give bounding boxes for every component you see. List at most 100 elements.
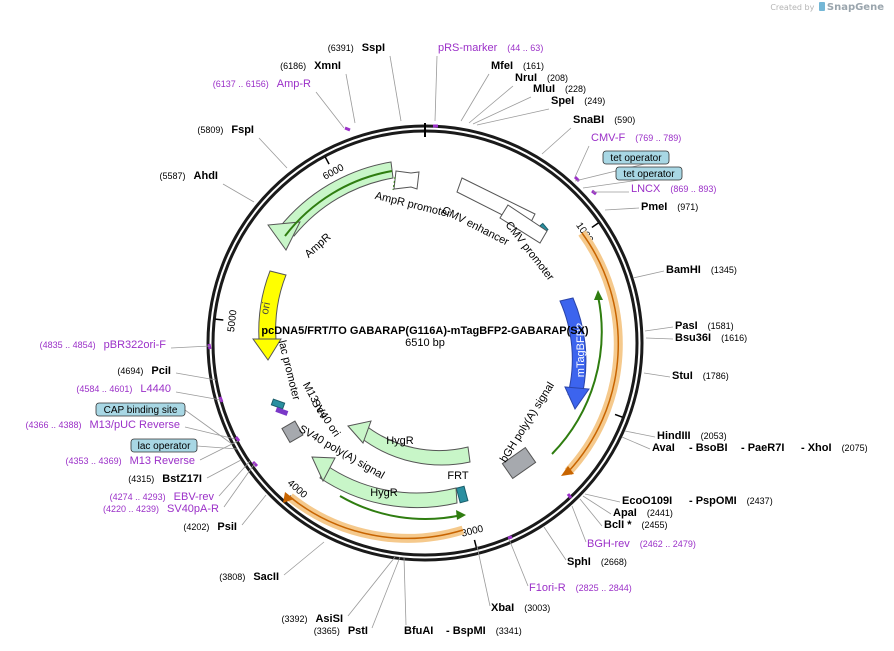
site-label-cmv-f: CMV-F(769 .. 789) (591, 132, 681, 144)
leader-line-pasi (644, 326, 674, 332)
leader-line-cmv-f (574, 145, 590, 178)
ampr-promoter-arrow (393, 170, 420, 190)
sv40-ori-box (281, 420, 304, 444)
site-coord-fspi: (5809) (197, 125, 223, 135)
site-coord-xhoi: (2075) (842, 443, 868, 453)
site-label-bspmi: - BspMI(3341) (446, 625, 522, 637)
site-label-ebv-rev: (4274 .. 4293)EBV-rev (110, 491, 215, 503)
site-coord-sv40pa-r: (4220 .. 4239) (103, 504, 159, 514)
hygr-inner-arrow-head (347, 420, 372, 444)
site-coord-asisi: (3392) (281, 614, 307, 624)
ampr-primer-mark (344, 126, 351, 132)
site-label-avai: AvaI (652, 442, 675, 454)
site-name-l4440: L4440 (140, 383, 171, 395)
bgh-rev-mark (566, 493, 573, 499)
leader-line-bamhi (632, 270, 665, 279)
site-name-m13-puc-reverse: M13/pUC Reverse (90, 419, 180, 431)
site-coord-spei: (249) (584, 96, 605, 106)
site-coord-lncx: (869 .. 893) (670, 184, 716, 194)
site-label-m13-reverse: (4353 .. 4369)M13 Reverse (66, 455, 195, 467)
site-name-bcli: BclI * (604, 519, 632, 531)
site-coord-m13-reverse: (4353 .. 4369) (66, 456, 122, 466)
site-name-bgh-rev: BGH-rev (587, 538, 630, 550)
site-coord-pmei: (971) (677, 202, 698, 212)
leader-line-cap-binding-site (184, 409, 233, 445)
site-coord-m13-puc-reverse: (4366 .. 4388) (25, 420, 81, 430)
site-name-avai: AvaI (652, 442, 675, 454)
site-name-pbr322ori-f: pBR322ori-F (104, 339, 167, 351)
leader-line-avai (621, 436, 651, 450)
site-label-ecoo109i: EcoO109I (622, 495, 672, 507)
ruler-tick-6000 (324, 156, 330, 165)
site-name-pspomi: - PspOMI (689, 495, 737, 507)
site-label-l4440: (4584 .. 4601)L4440 (76, 383, 171, 395)
ruler-tick-3000 (473, 539, 478, 548)
site-coord-ampr-primer: (6137 .. 6156) (213, 79, 269, 89)
site-label-pcii: (4694)PciI (117, 365, 171, 377)
orange-line-right (567, 232, 619, 473)
site-coord-pbr322ori-f: (4835 .. 4854) (40, 340, 96, 350)
leader-line-l4440 (175, 391, 222, 401)
ampr-arrow-head (267, 221, 301, 251)
leader-line-m13-puc-reverse (184, 426, 236, 440)
site-name-mfei: MfeI (491, 60, 513, 72)
hygr-green-line (339, 495, 463, 520)
site-name-bfuai: BfuAI (404, 625, 433, 637)
credit-brand: SnapGene (826, 2, 884, 13)
sv40pa-r-mark (251, 460, 259, 468)
site-label-sv40pa-r: (4220 .. 4239)SV40pA-R (103, 503, 219, 515)
orange-line-bottom (289, 496, 464, 540)
site-coord-sspi: (6391) (328, 43, 354, 53)
leader-line-bfuai (403, 556, 407, 626)
site-coord-sacii: (3808) (219, 572, 245, 582)
site-label-ampr-primer: (6137 .. 6156) Amp-R (213, 78, 311, 90)
ampr-green-line (284, 170, 393, 237)
site-coord-bamhi: (1345) (711, 265, 737, 275)
hygr-inner-arrow-body (360, 424, 471, 466)
f1ori-r-mark (507, 535, 513, 540)
site-label-bamhi: BamHI(1345) (666, 264, 737, 276)
cmv-promoter-arrow (499, 204, 548, 244)
leader-line-snabi (541, 127, 572, 155)
leader-line-hindiii (624, 430, 656, 438)
site-name-spei: SpeI (551, 95, 574, 107)
lncx-mark (591, 189, 597, 196)
leader-line-lac-operator (196, 445, 238, 450)
leader-line-ampr-primer (315, 91, 345, 129)
site-name-ecoo109i: EcoO109I (622, 495, 672, 507)
site-coord-psti: (3365) (314, 626, 340, 636)
site-label-psti: (3365)PstI (314, 625, 368, 637)
site-label-lncx: LNCX (869 .. 893) (631, 183, 716, 195)
site-label-sphi: SphI(2668) (567, 556, 627, 568)
feature-label-hygr-outer: HygR (370, 487, 398, 499)
site-coord-hindiii: (2053) (701, 431, 727, 441)
site-coord-bstz17i: (4315) (128, 474, 154, 484)
site-name-asisi: AsiSI (315, 613, 343, 625)
leader-line-pcii (175, 372, 217, 381)
site-coord-psii: (4202) (183, 522, 209, 532)
site-name-lncx: LNCX (631, 183, 661, 195)
box-label-cap-binding-site: CAP binding site (104, 405, 178, 416)
site-name-sspi: SspI (362, 42, 385, 54)
site-coord-mfei: (161) (523, 61, 544, 71)
box-label-lac-operator: lac operator (138, 441, 191, 452)
site-name-bspmi: - BspMI (446, 625, 486, 637)
site-label-pbr322ori-f: (4835 .. 4854) pBR322ori-F (40, 339, 167, 351)
site-label-prs-marker: pRS-marker(44 .. 63) (438, 42, 543, 54)
site-name-nrui: NruI (515, 72, 537, 84)
site-coord-pcii: (4694) (117, 366, 143, 376)
l4440-mark (218, 396, 224, 403)
site-label-sspi: (6391) SspI (328, 42, 385, 54)
site-name-xbai: XbaI (491, 602, 514, 614)
site-name-hindiii: HindIII (657, 430, 691, 442)
site-name-ampr-primer: Amp-R (277, 78, 311, 90)
site-label-bsobi: - BsoBI (689, 442, 728, 454)
site-label-f1ori-r: F1ori-R(2825 .. 2844) (529, 582, 632, 594)
site-coord-bsu36i: (1616) (721, 333, 747, 343)
leader-line-stui (643, 372, 671, 378)
leader-line-nrui (468, 85, 514, 124)
site-coord-bgh-rev: (2462 .. 2479) (640, 539, 696, 549)
leader-line-xmni (345, 73, 356, 124)
site-name-prs-marker: pRS-marker (438, 42, 498, 54)
